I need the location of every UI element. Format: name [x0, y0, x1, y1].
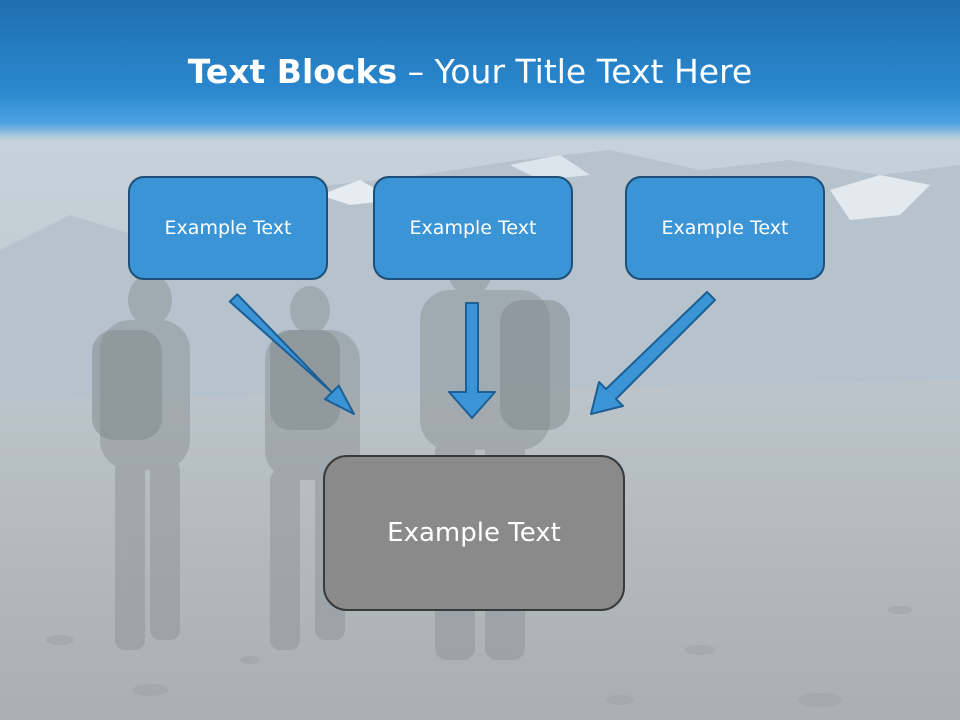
text-block-center[interactable]: Example Text — [373, 176, 573, 280]
title-rest: Your Title Text Here — [434, 52, 753, 91]
text-block-center-label: Example Text — [409, 217, 537, 239]
slide-title: Text Blocks – Your Title Text Here — [0, 52, 940, 91]
title-dash: – — [397, 52, 435, 91]
text-block-left[interactable]: Example Text — [128, 176, 328, 280]
title-bar — [0, 0, 960, 140]
text-block-bottom-label: Example Text — [387, 518, 561, 548]
text-block-right-label: Example Text — [661, 217, 789, 239]
text-block-right[interactable]: Example Text — [625, 176, 825, 280]
text-block-left-label: Example Text — [164, 217, 292, 239]
text-block-bottom[interactable]: Example Text — [323, 455, 625, 611]
title-bold: Text Blocks — [187, 52, 398, 91]
